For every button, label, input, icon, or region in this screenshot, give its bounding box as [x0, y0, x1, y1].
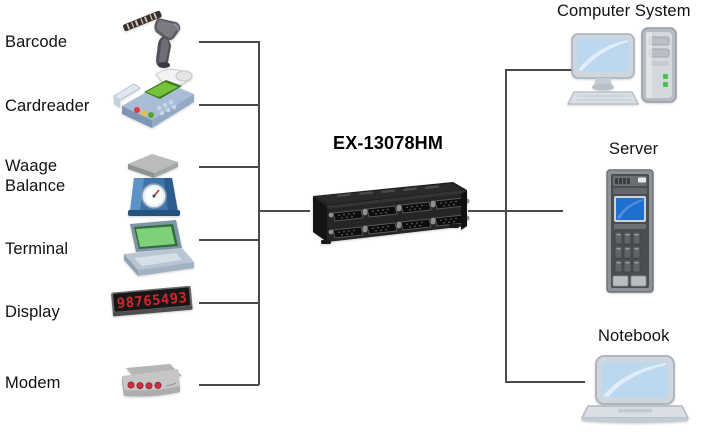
wire-terminal: [199, 239, 259, 241]
notebook-laptop-icon: [580, 352, 690, 426]
wire-hub-right: [468, 210, 563, 212]
right-bus-trunk: [505, 69, 507, 382]
led-display-value-text: 98765493: [116, 290, 188, 312]
node-label-server: Server: [609, 140, 659, 158]
node-label-computer-system: Computer System: [557, 2, 691, 20]
wire-modem: [199, 384, 259, 386]
node-label-modem: Modem: [5, 374, 61, 392]
desktop-computer-icon: [566, 26, 684, 110]
barcode-scanner-icon: [118, 8, 192, 70]
card-reader-icon: [104, 62, 200, 134]
led-display-icon: 98765493: [110, 283, 196, 323]
server-rack-icon: [603, 168, 657, 294]
left-bus-trunk: [258, 41, 260, 385]
node-label-notebook: Notebook: [598, 327, 670, 345]
modem-icon: [114, 358, 188, 406]
wire-hub-left: [258, 210, 310, 212]
wire-barcode: [199, 41, 259, 43]
terminal-laptop-icon: [116, 218, 196, 280]
page-title: EX-13078HM: [333, 133, 444, 153]
serial-port-hub-icon: [303, 176, 471, 248]
wire-cardreader: [199, 104, 259, 106]
wire-notebook: [505, 381, 585, 383]
wire-computer-system: [505, 69, 578, 71]
node-label-terminal: Terminal: [5, 240, 69, 258]
node-label-waage: Waage: [5, 157, 58, 175]
node-label-display: Display: [5, 303, 60, 321]
node-label-cardreader: Cardreader: [5, 97, 90, 115]
node-label-barcode: Barcode: [5, 33, 68, 51]
wire-display: [199, 302, 259, 304]
scale-balance-icon: [122, 148, 184, 218]
node-label-balance: Balance: [5, 177, 66, 195]
wire-waage: [199, 166, 259, 168]
